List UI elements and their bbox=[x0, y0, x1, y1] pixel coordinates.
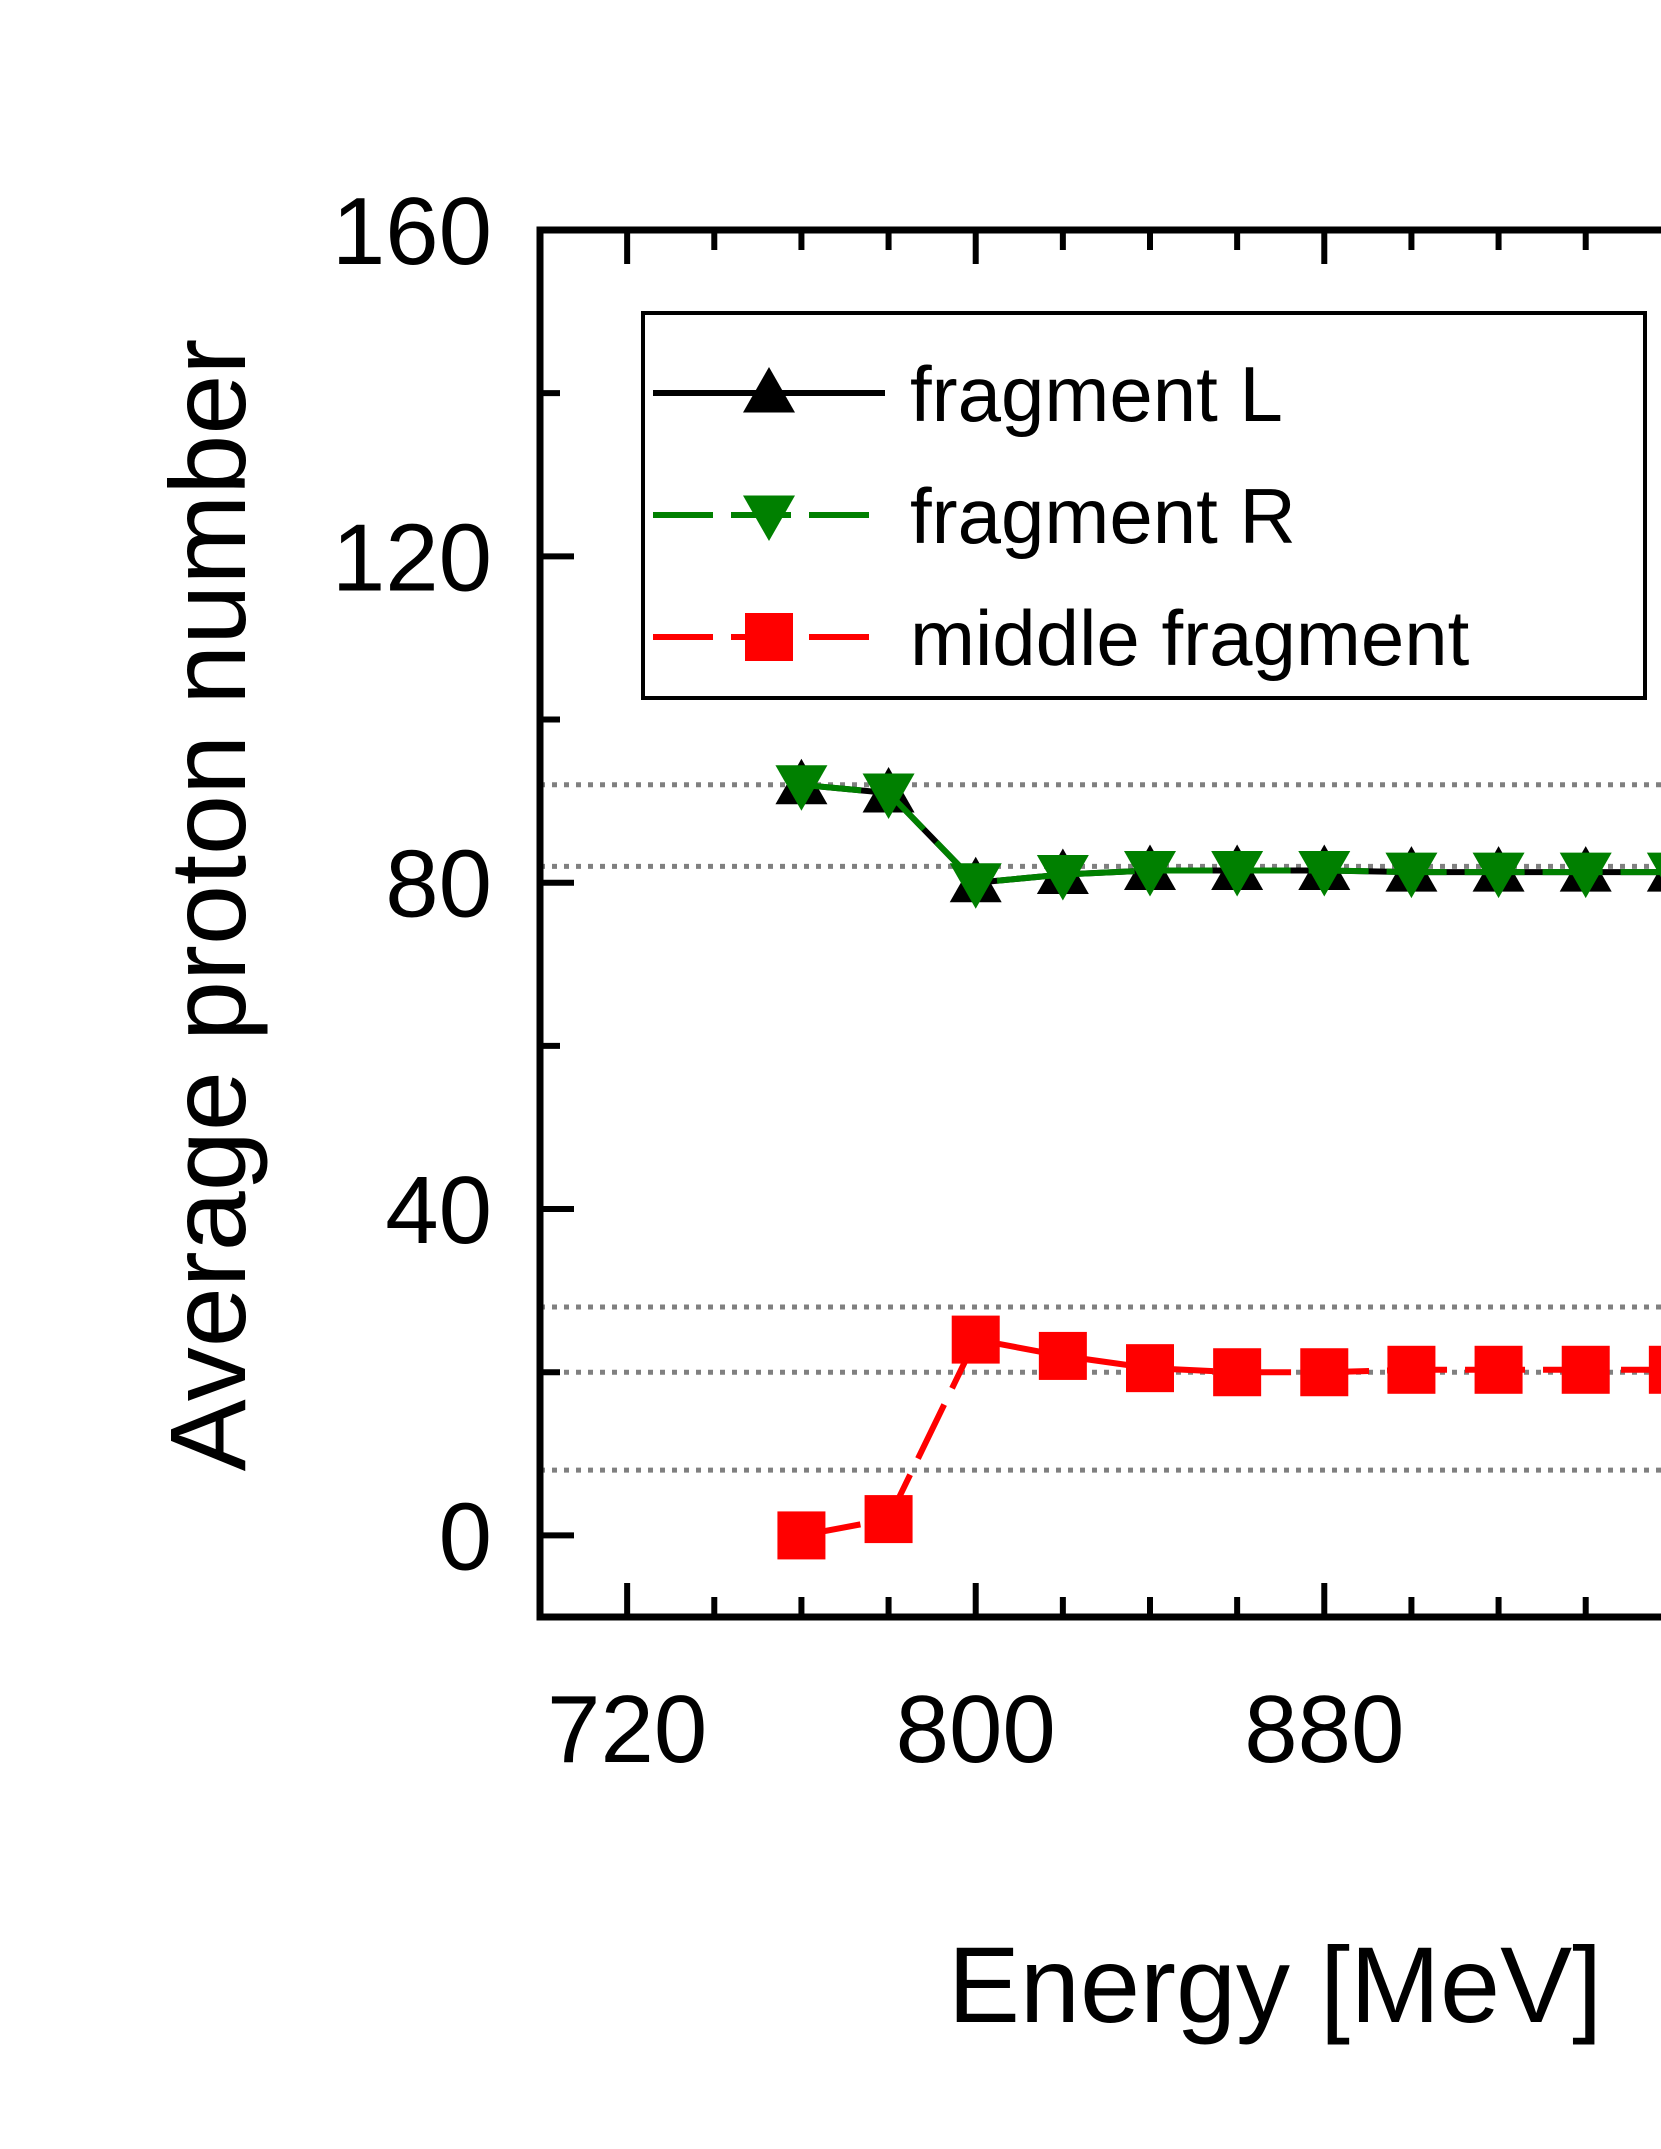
data-point bbox=[1472, 852, 1525, 899]
y-tick-label: 160 bbox=[332, 178, 492, 285]
legend-label: fragment R bbox=[910, 472, 1296, 560]
y-tick-label: 0 bbox=[439, 1483, 492, 1590]
x-tick-label: 800 bbox=[896, 1676, 1056, 1783]
legend-marker bbox=[745, 613, 793, 661]
y-tick-label: 80 bbox=[385, 831, 492, 938]
series-layer bbox=[775, 758, 1661, 1560]
data-point bbox=[777, 1511, 826, 1560]
data-point bbox=[1646, 852, 1661, 878]
series-middle-fragment bbox=[777, 1315, 1661, 1560]
data-point bbox=[1561, 1345, 1610, 1394]
data-point bbox=[775, 765, 828, 811]
x-tick-label: 880 bbox=[1244, 1676, 1404, 1783]
legend: fragment L fragment R middle fragment bbox=[641, 311, 1647, 700]
data-point bbox=[1300, 1348, 1349, 1397]
axes: 720 800 880 0 40 80 120 160 bbox=[332, 178, 1661, 1783]
x-tick-label: 720 bbox=[547, 1676, 707, 1783]
legend-label: middle fragment bbox=[910, 594, 1470, 682]
x-axis-title: Energy [MeV] bbox=[948, 1924, 1602, 2045]
data-point bbox=[864, 1495, 913, 1544]
data-point bbox=[862, 773, 915, 819]
data-point bbox=[1648, 1345, 1661, 1394]
data-point bbox=[949, 863, 1002, 909]
legend-entry: fragment L bbox=[653, 350, 1283, 438]
data-point bbox=[951, 1315, 1000, 1364]
data-point bbox=[1126, 1344, 1174, 1393]
legend-entry: fragment R bbox=[653, 472, 1296, 560]
data-point bbox=[1387, 1345, 1436, 1394]
data-point bbox=[1038, 1331, 1087, 1380]
data-point bbox=[1124, 850, 1176, 897]
series-fragment-R bbox=[775, 765, 1661, 909]
data-point bbox=[1211, 850, 1264, 897]
y-axis-title: Average proton number bbox=[147, 339, 268, 1472]
data-point bbox=[1474, 1345, 1523, 1394]
legend-entry: middle fragment bbox=[653, 594, 1470, 682]
data-point bbox=[1036, 855, 1089, 901]
data-point bbox=[1213, 1348, 1262, 1397]
legend-marker bbox=[743, 367, 795, 413]
data-point bbox=[1559, 852, 1612, 899]
y-tick-label: 120 bbox=[332, 504, 492, 611]
data-point bbox=[1385, 852, 1438, 899]
data-point bbox=[1298, 850, 1351, 897]
y-tick-label: 40 bbox=[385, 1157, 492, 1264]
legend-label: fragment L bbox=[910, 350, 1283, 438]
legend-marker bbox=[743, 495, 795, 541]
legend-box bbox=[641, 311, 1647, 700]
